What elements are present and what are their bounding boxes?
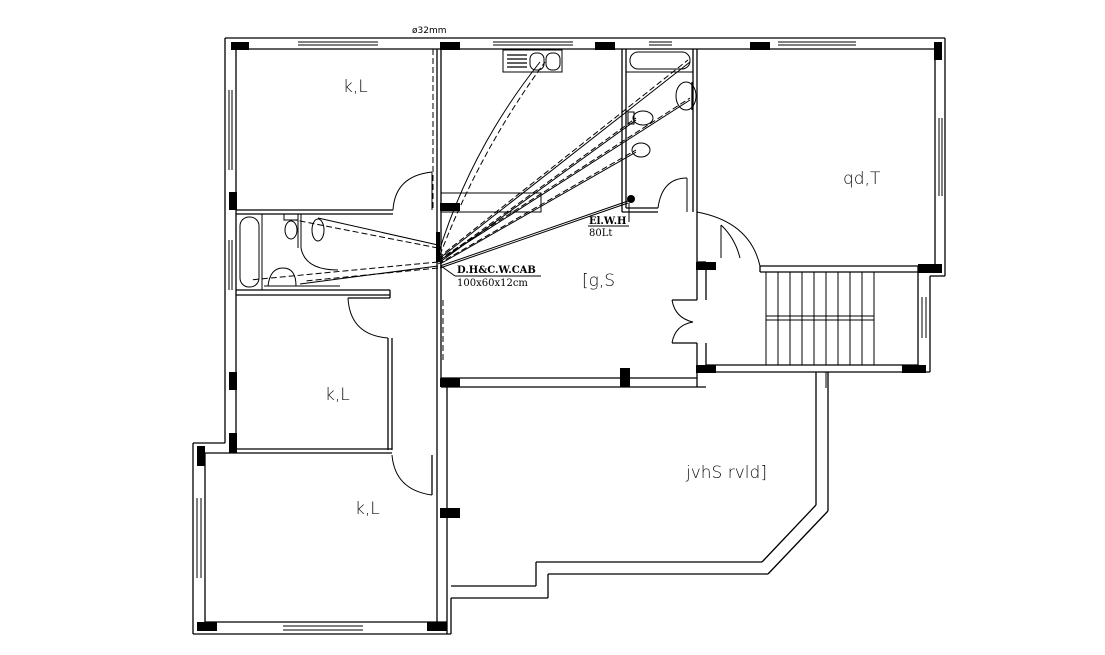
bidet-right bbox=[631, 142, 651, 158]
cabinet-label-line1: D.H&C.W.CAB bbox=[457, 265, 536, 276]
heater-label-line1: El.W.H bbox=[589, 216, 627, 227]
staircase bbox=[765, 272, 875, 388]
room-label-bedroom-middle-left: k,L bbox=[325, 385, 350, 405]
room-label-bedroom-bottom-left: k,L bbox=[355, 499, 380, 519]
cabinet-label-line2: 100x60x12cm bbox=[457, 278, 528, 289]
room-label-bedroom-top-left: k,L bbox=[343, 77, 368, 97]
outer-walls bbox=[192, 37, 946, 635]
terrace-outline bbox=[451, 372, 829, 599]
toilet-left bbox=[283, 213, 299, 240]
pipe-diameter-label: ø32mm bbox=[412, 26, 447, 36]
windows bbox=[196, 41, 943, 631]
doors bbox=[300, 171, 761, 496]
washbasin-right bbox=[675, 81, 697, 111]
room-label-bedroom-top-right: qd,T bbox=[843, 169, 881, 189]
washbasin-left bbox=[264, 267, 340, 287]
room-label-terrace: jvhS rvld] bbox=[685, 463, 767, 483]
structural-columns bbox=[197, 42, 942, 631]
kitchen-sink bbox=[502, 49, 563, 73]
water-heater bbox=[627, 195, 635, 222]
plumbing-pipes bbox=[249, 59, 691, 285]
bathtub-left bbox=[239, 216, 260, 288]
bidet-left bbox=[311, 218, 325, 242]
heater-label-line2: 80Lt bbox=[589, 228, 612, 239]
bathtub-right bbox=[629, 51, 691, 70]
room-label-hall: [g,S bbox=[582, 271, 615, 291]
